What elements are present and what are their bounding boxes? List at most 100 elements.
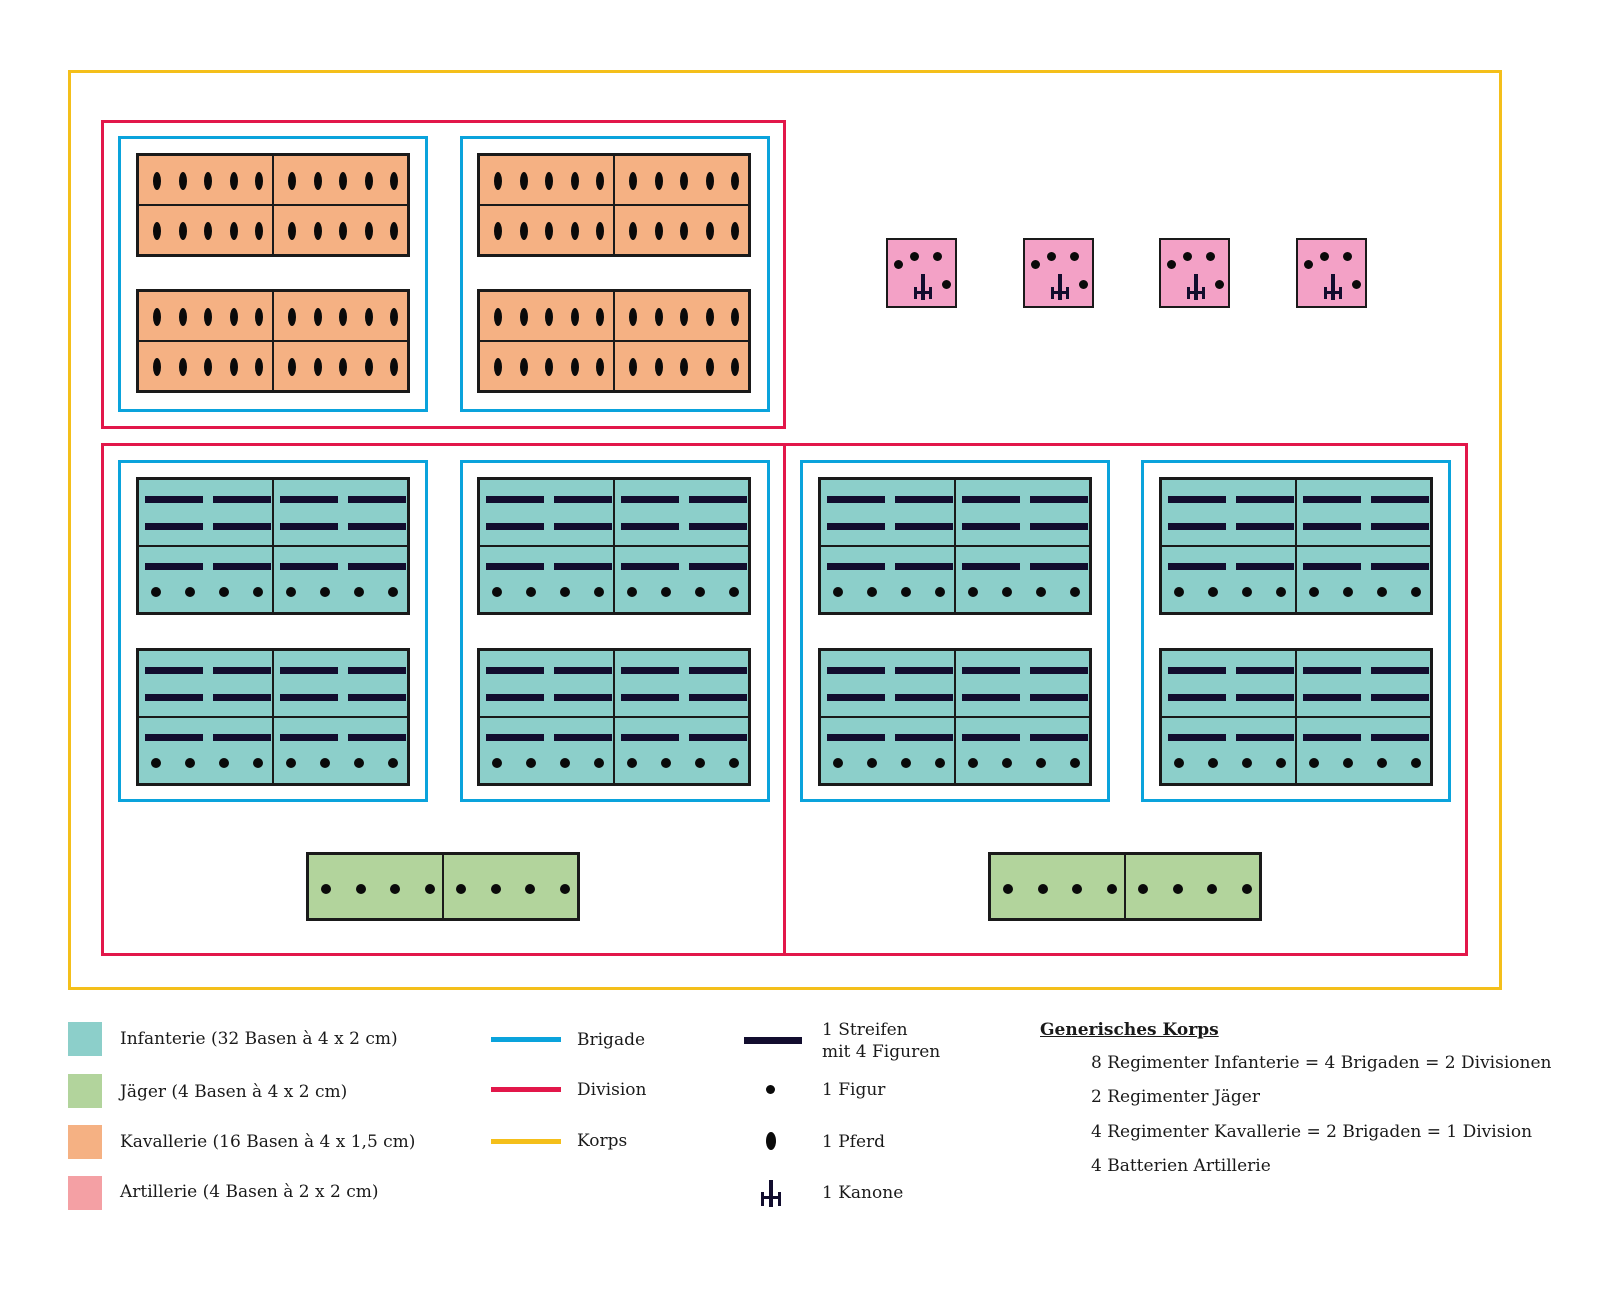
figure-dot-icon xyxy=(185,587,195,597)
stripe-icon xyxy=(280,496,338,503)
figure-dot-icon xyxy=(1002,758,1012,768)
legend-line-brigade xyxy=(491,1037,561,1042)
horse-oval-icon xyxy=(339,308,347,326)
horse-oval-icon xyxy=(255,172,263,190)
stripe-icon xyxy=(827,496,885,503)
stripe-icon xyxy=(145,563,203,570)
stripe-icon xyxy=(827,667,885,674)
stripe-icon xyxy=(1168,523,1226,530)
figure-dot-icon xyxy=(901,758,911,768)
figure-dot-icon xyxy=(219,758,229,768)
legend-swatch-artillery xyxy=(68,1176,102,1210)
stripe-icon xyxy=(280,734,338,741)
figure-dot-icon xyxy=(560,587,570,597)
stripe-icon xyxy=(145,523,203,530)
horse-oval-icon xyxy=(288,222,296,240)
figure-dot-icon xyxy=(1377,758,1387,768)
horse-oval-icon xyxy=(596,358,604,376)
figure-dot-icon xyxy=(1002,587,1012,597)
figure-dot-icon xyxy=(729,587,739,597)
horse-oval-icon xyxy=(596,222,604,240)
horse-oval-icon xyxy=(705,308,714,326)
horse-oval-icon xyxy=(519,358,528,376)
stripe-icon xyxy=(348,496,406,503)
figure-dot-icon xyxy=(901,587,911,597)
summary-line: 2 Regimenter Jäger xyxy=(1091,1087,1260,1107)
infantry-regiment xyxy=(818,648,1092,786)
figure-dot-icon xyxy=(354,758,364,768)
infantry-brigade-frame xyxy=(800,460,1110,802)
figure-dot-icon xyxy=(151,758,161,768)
figure-dot-icon xyxy=(833,587,843,597)
horse-oval-icon xyxy=(153,308,161,326)
figure-dot-icon xyxy=(526,758,536,768)
figure-dot-icon xyxy=(286,758,296,768)
horse-oval-icon xyxy=(153,222,161,240)
horse-oval-icon xyxy=(339,222,347,240)
cavalry-regiment xyxy=(477,289,751,393)
figure-dot-icon xyxy=(594,587,604,597)
figure-dot-icon xyxy=(1037,884,1048,894)
horse-oval-icon xyxy=(629,308,637,326)
horse-oval-icon xyxy=(570,172,579,190)
stripe-icon xyxy=(1371,563,1429,570)
stripe-icon xyxy=(1168,563,1226,570)
figure-dot-icon xyxy=(1046,252,1056,261)
stripe-icon xyxy=(895,694,953,701)
stripe-icon xyxy=(1303,523,1361,530)
infantry-base xyxy=(273,546,408,613)
cavalry-regiment xyxy=(136,289,410,393)
horse-oval-icon xyxy=(364,358,373,376)
horse-oval-icon xyxy=(178,308,187,326)
figure-dot-icon xyxy=(219,587,229,597)
stripe-icon xyxy=(1371,523,1429,530)
stripe-icon xyxy=(962,496,1020,503)
figure-dot-icon xyxy=(388,587,398,597)
cavalry-base xyxy=(479,341,614,391)
figure-dot-icon xyxy=(1242,587,1252,597)
stripe-icon xyxy=(962,667,1020,674)
stripe-icon xyxy=(962,694,1020,701)
figure-dot-icon xyxy=(935,587,945,597)
stripe-icon xyxy=(1303,496,1361,503)
stripe-icon xyxy=(348,563,406,570)
legend-label-cavalry: Kavallerie (16 Basen à 4 x 1,5 cm) xyxy=(120,1132,416,1152)
infantry-base xyxy=(138,650,273,717)
jaeger-base xyxy=(443,854,578,919)
cavalry-base xyxy=(614,205,749,255)
infantry-base xyxy=(614,546,749,613)
infantry-regiment xyxy=(136,648,410,786)
stripe-icon xyxy=(962,563,1020,570)
horse-oval-icon xyxy=(339,358,347,376)
horse-oval-icon xyxy=(705,222,714,240)
horse-oval-icon xyxy=(545,308,553,326)
stripe-icon xyxy=(689,694,747,701)
figure-dot-icon xyxy=(321,884,331,894)
stripe-icon xyxy=(621,496,679,503)
horse-oval-icon xyxy=(204,308,212,326)
infantry-base xyxy=(1296,546,1431,613)
horse-oval-icon xyxy=(390,308,398,326)
summary-title: Generisches Korps xyxy=(1040,1020,1219,1040)
stripe-icon xyxy=(554,563,612,570)
stripe-icon xyxy=(486,563,544,570)
stripe-icon xyxy=(348,734,406,741)
stripe-icon xyxy=(621,667,679,674)
cannon-icon xyxy=(1187,274,1205,300)
figure-dot-icon xyxy=(526,587,536,597)
infantry-base xyxy=(614,717,749,784)
stripe-icon xyxy=(348,667,406,674)
figure-dot-icon xyxy=(1215,280,1224,289)
infantry-brigade-frame xyxy=(118,460,428,802)
stripe-icon xyxy=(689,563,747,570)
infantry-base xyxy=(273,717,408,784)
horse-oval-icon xyxy=(654,358,663,376)
figure-dot-icon xyxy=(525,884,535,894)
legend-swatch-cavalry xyxy=(68,1125,102,1159)
legend-label-jaeger: Jäger (4 Basen à 4 x 2 cm) xyxy=(120,1082,348,1102)
infantry-base xyxy=(479,650,614,717)
cavalry-base xyxy=(273,341,408,391)
stripe-icon xyxy=(1371,667,1429,674)
stripe-icon xyxy=(145,734,203,741)
horse-oval-icon xyxy=(364,222,373,240)
